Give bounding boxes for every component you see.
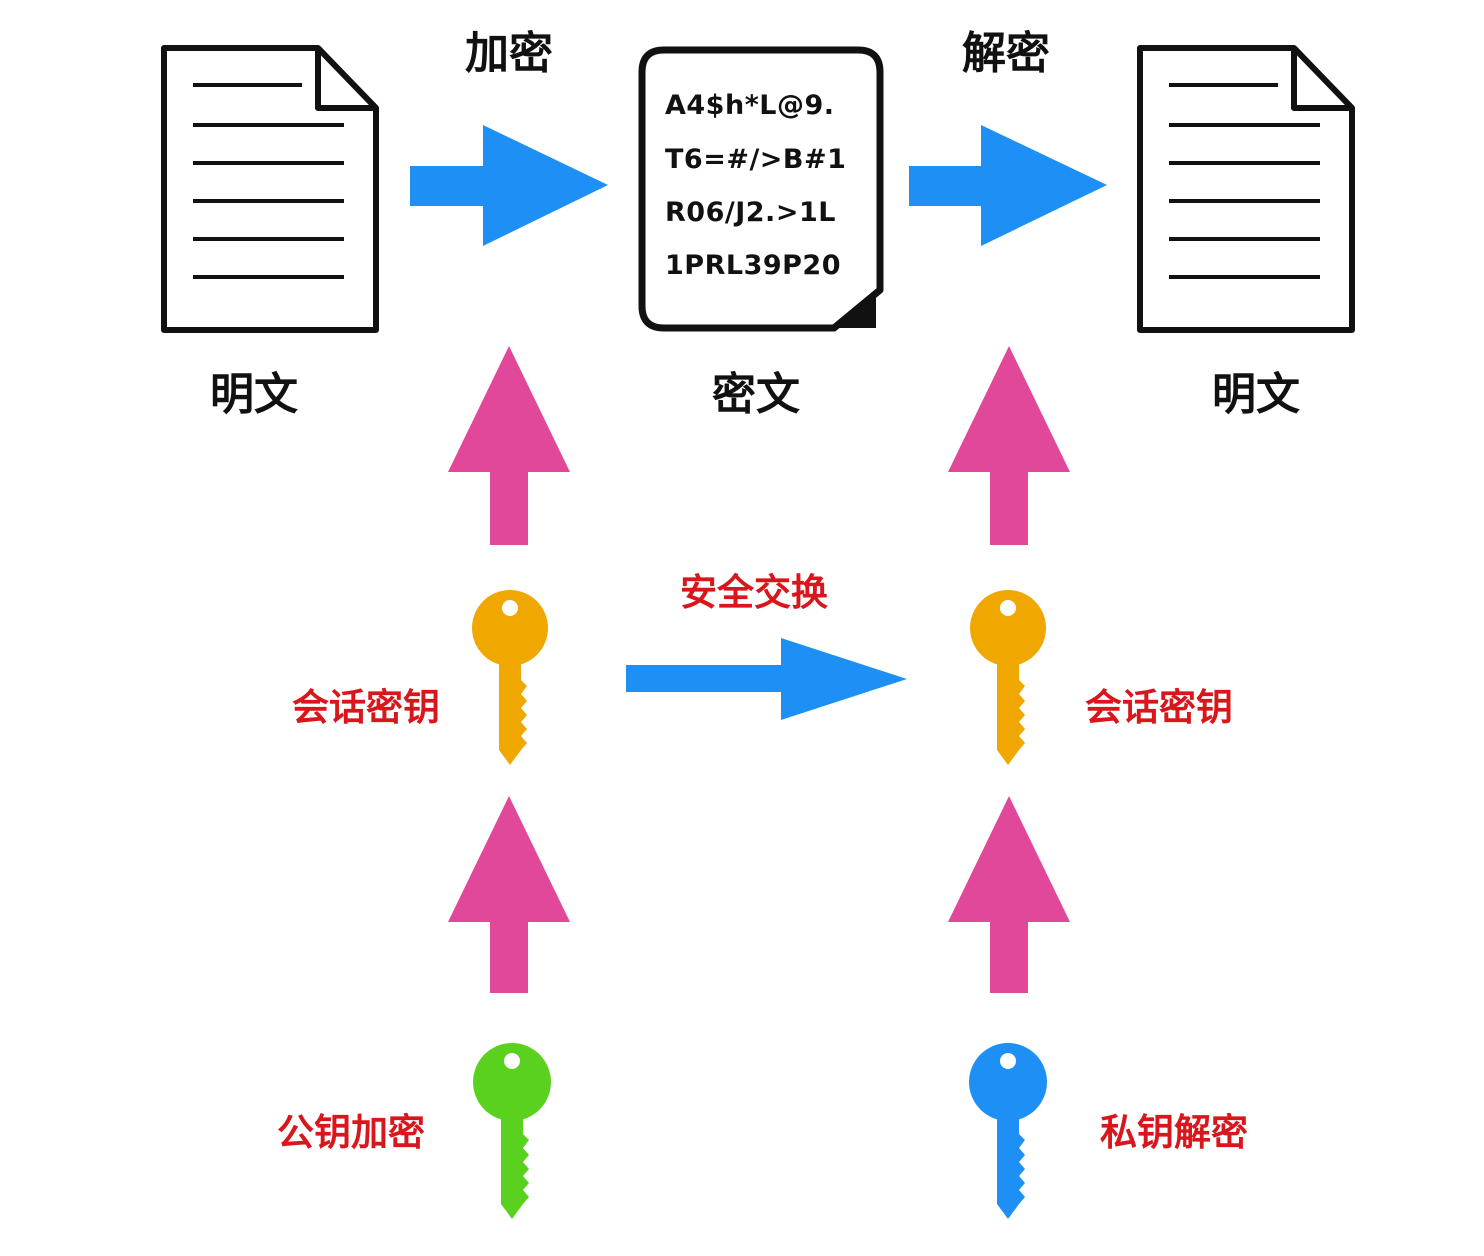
session-key-right-icon bbox=[970, 590, 1046, 765]
secure-exchange-label: 安全交换 bbox=[680, 571, 828, 614]
secure-exchange-arrow bbox=[626, 638, 907, 720]
private-key-decrypt-label: 私钥解密 bbox=[1100, 1111, 1248, 1154]
decrypt-label: 解密 bbox=[962, 28, 1050, 79]
session-key-left-label: 会话密钥 bbox=[292, 686, 440, 729]
public-key-icon bbox=[473, 1043, 551, 1219]
ciphertext-label: 密文 bbox=[712, 369, 800, 420]
ciphertext-line: A4$h*L@9. bbox=[665, 90, 835, 121]
upward-arrow-right-top bbox=[948, 346, 1070, 545]
encrypt-arrow bbox=[410, 125, 608, 246]
session-key-left-icon bbox=[472, 590, 548, 765]
ciphertext-line: 1PRL39P20 bbox=[665, 250, 842, 281]
session-key-right-label: 会话密钥 bbox=[1085, 686, 1233, 729]
cipher-document-icon bbox=[638, 46, 884, 332]
public-key-encrypt-label: 公钥加密 bbox=[277, 1111, 425, 1154]
plaintext-left-label: 明文 bbox=[210, 369, 298, 420]
upward-arrow-left-top bbox=[448, 346, 570, 545]
private-key-icon bbox=[969, 1043, 1047, 1219]
encrypt-label: 加密 bbox=[465, 28, 553, 79]
ciphertext-line: R06/J2.>1L bbox=[665, 197, 836, 228]
upward-arrow-right-bottom bbox=[948, 796, 1070, 993]
plaintext-right-label: 明文 bbox=[1212, 369, 1300, 420]
upward-arrow-left-bottom bbox=[448, 796, 570, 993]
plaintext-document-left-icon bbox=[161, 45, 379, 333]
ciphertext-line: T6=#/>B#1 bbox=[665, 144, 847, 175]
decrypt-arrow bbox=[909, 125, 1107, 246]
plaintext-document-right-icon bbox=[1137, 45, 1355, 333]
